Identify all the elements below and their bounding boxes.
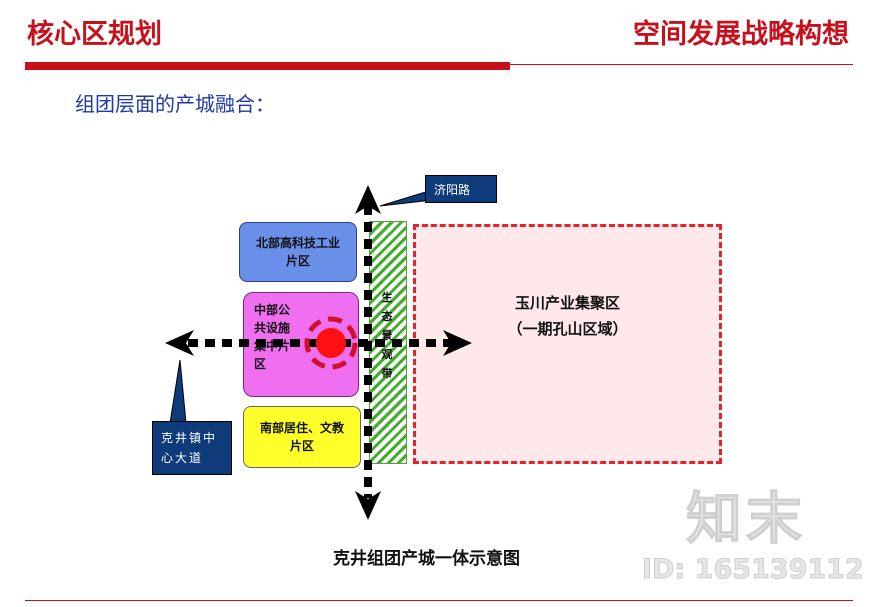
south-zone-line-2: 片区 bbox=[289, 439, 314, 453]
park-label-line-1: 玉川产业集聚区 bbox=[514, 294, 620, 312]
north-zone-line-2: 片区 bbox=[285, 254, 310, 268]
north-zone-box: 北部高科技工业 片区 bbox=[239, 222, 357, 282]
arrow-right-icon bbox=[443, 330, 472, 356]
core-dot-icon bbox=[316, 328, 346, 358]
diagram-caption: 克井组团产城一体示意图 bbox=[333, 549, 520, 569]
arrow-left-icon bbox=[165, 330, 194, 356]
south-zone-line-1: 南部居住、文教 bbox=[259, 421, 344, 435]
arrow-up-icon bbox=[355, 185, 381, 214]
eco-char-5: 带 bbox=[381, 367, 393, 380]
page-subtitle: 组团层面的产城融合： bbox=[75, 92, 275, 116]
park-label-line-2: （一期孔山区域） bbox=[507, 320, 628, 338]
header-right-title: 空间发展战略构想 bbox=[633, 19, 849, 50]
core-ring-icon bbox=[304, 316, 358, 370]
footer-red-line bbox=[25, 600, 853, 601]
eco-char-3: 景 bbox=[381, 329, 393, 342]
eco-char-4: 观 bbox=[381, 348, 393, 361]
eco-char-2: 态 bbox=[381, 310, 393, 323]
watermark-logo: 知末 bbox=[686, 487, 806, 553]
eco-char-1: 生 bbox=[381, 291, 393, 304]
industrial-park-label: 玉川产业集聚区 （一期孔山区域） bbox=[413, 290, 722, 342]
center-zone-line-2: 共设施 bbox=[254, 321, 291, 335]
center-zone-line-1: 中部公 bbox=[254, 303, 291, 317]
watermark-id: ID: 165139112 bbox=[642, 554, 865, 586]
header-red-line bbox=[510, 64, 853, 65]
eco-belt-label: 生 态 景 观 带 bbox=[377, 288, 397, 383]
center-zone-line-4: 区 bbox=[254, 357, 267, 371]
header-left-title: 核心区规划 bbox=[27, 19, 162, 50]
arrow-down-icon bbox=[355, 491, 381, 520]
south-zone-box: 南部居住、文教 片区 bbox=[243, 406, 361, 468]
avenue-callout: 克井镇中心大道 bbox=[152, 421, 232, 475]
avenue-callout-pointer bbox=[169, 359, 187, 424]
road-callout: 济阳路 bbox=[425, 175, 497, 203]
north-zone-line-1: 北部高科技工业 bbox=[255, 236, 340, 250]
header-red-bar bbox=[25, 62, 510, 70]
